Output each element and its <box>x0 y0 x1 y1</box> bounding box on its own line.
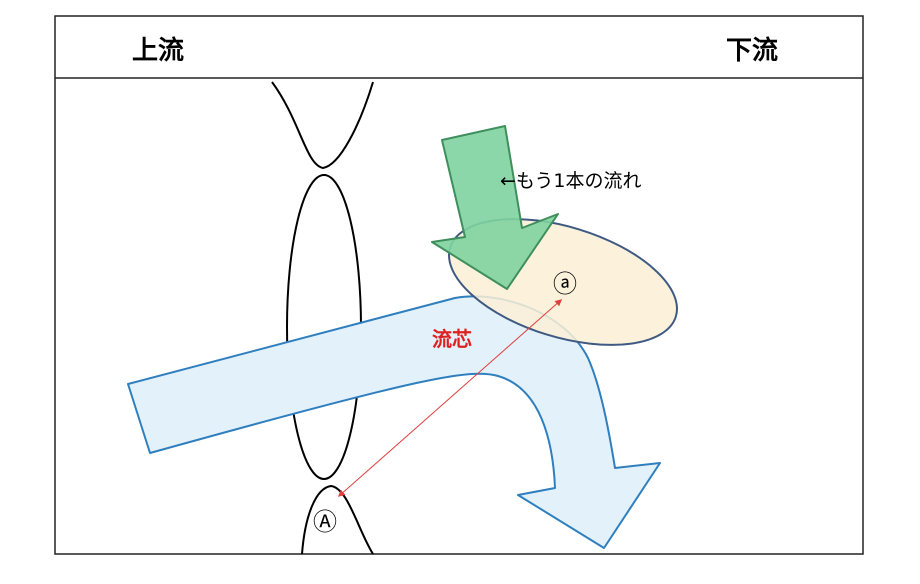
top-pier-shape <box>271 81 374 170</box>
point-a-upper-label: Ⓐ <box>313 508 337 536</box>
point-a-lower-label: ⓐ <box>553 270 577 298</box>
outer-frame <box>54 15 864 555</box>
upstream-label: 上流 <box>132 36 184 66</box>
other-flow-label: ←もう1本の流れ <box>500 170 641 192</box>
other-flow-arrow <box>431 125 559 290</box>
bottom-pier-shape <box>301 484 374 555</box>
distance-line <box>337 299 563 497</box>
flow-core-label: 流芯 <box>432 327 472 351</box>
downstream-label: 下流 <box>726 36 778 66</box>
